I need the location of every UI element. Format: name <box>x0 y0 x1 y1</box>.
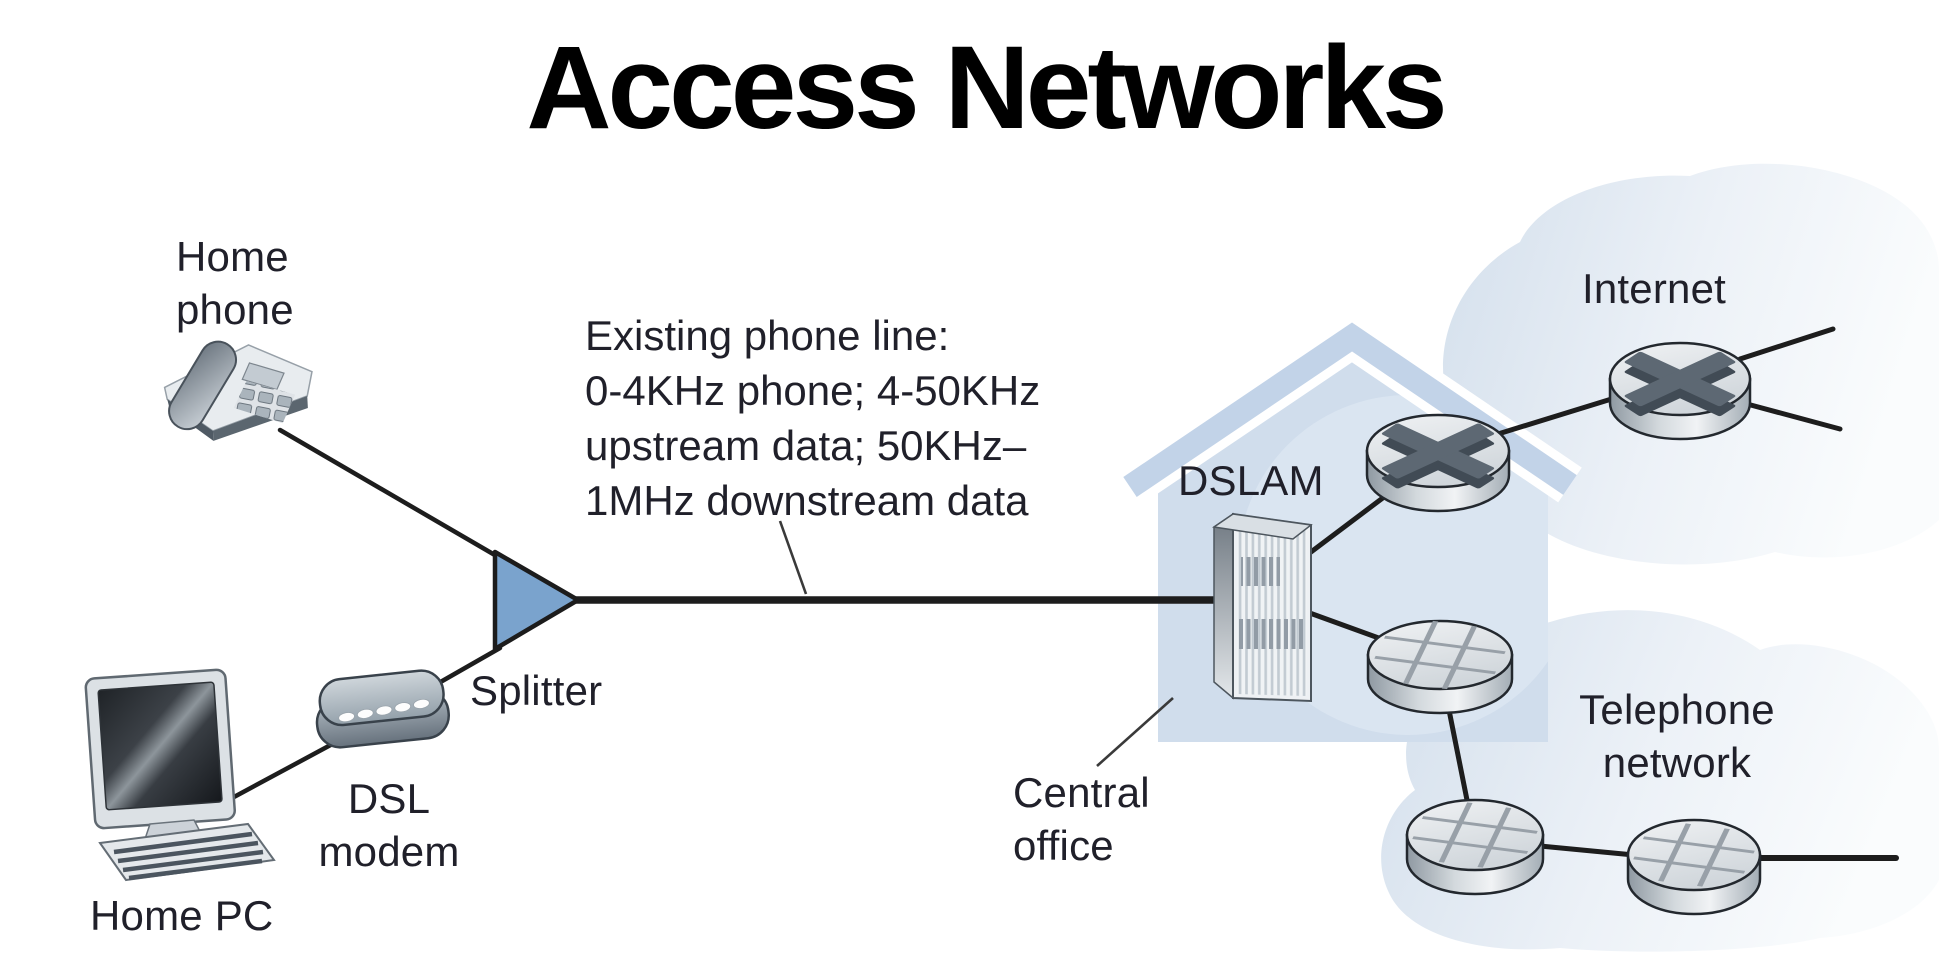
monitor-screen <box>97 681 223 811</box>
label-splitter: Splitter <box>470 667 603 714</box>
switch-grid <box>1412 802 1538 868</box>
label-dsl-modem: DSL modem <box>318 775 460 875</box>
router-icon <box>1608 341 1752 441</box>
wire-switch1-switch2 <box>1446 707 1471 808</box>
telephone-switch-icon <box>1405 798 1545 896</box>
switch-grid <box>1633 823 1755 887</box>
leader-annotation <box>778 520 808 595</box>
label-internet: Internet <box>1582 265 1727 312</box>
router-x-arms <box>1381 423 1495 479</box>
switch-grid <box>1374 620 1506 690</box>
phone-keypad <box>233 381 296 424</box>
page-title: Access Networks <box>526 22 1447 154</box>
leader-central-office <box>1096 697 1174 767</box>
wire-phone-splitter <box>277 427 503 561</box>
label-dslam: DSLAM <box>1178 457 1324 504</box>
wire-switch2-switch3 <box>1537 843 1637 858</box>
splitter-icon <box>492 549 581 652</box>
dslam-slats <box>1237 518 1307 696</box>
wire-internet-up <box>1737 326 1836 362</box>
wire-router-router <box>1495 394 1621 437</box>
label-home-pc: Home PC <box>90 892 274 939</box>
phone-handset <box>168 340 238 431</box>
label-telephone-network: Telephone network <box>1579 686 1775 786</box>
label-home-phone: Home phone <box>176 233 294 333</box>
home-pc-icon <box>84 668 276 882</box>
telephone-switch-icon <box>1626 818 1762 916</box>
modem-leds <box>338 698 430 723</box>
router-icon <box>1365 413 1511 513</box>
label-phone-line-annotation: Existing phone line: 0-4KHz phone; 4-50K… <box>585 312 1041 524</box>
dslam-card-band-2 <box>1239 619 1306 649</box>
dslam-card-band-1 <box>1241 557 1280 586</box>
dsl-modem-icon <box>315 669 450 749</box>
router-x-arms <box>1624 351 1736 407</box>
phone-display <box>241 362 285 391</box>
telephone-switch-icon <box>1366 619 1514 715</box>
home-phone-icon <box>163 340 313 441</box>
label-central-office: Central office <box>1013 769 1150 869</box>
keyboard-keys <box>113 831 264 881</box>
wire-dslam-router <box>1300 485 1399 561</box>
wire-internet-down <box>1744 401 1843 432</box>
dslam-icon <box>1212 512 1313 703</box>
